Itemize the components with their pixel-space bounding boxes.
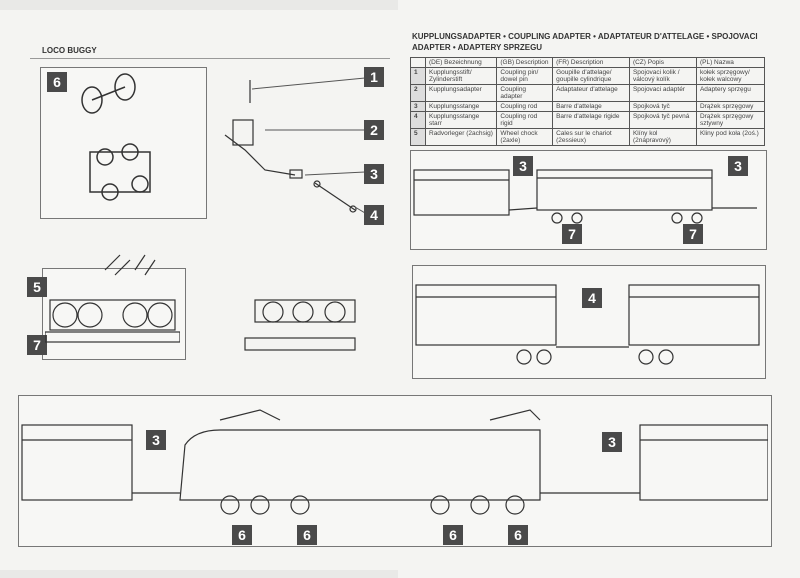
table-cell: Klíny kol (2nápravový) [628,128,697,146]
badge-4: 4 [364,205,384,225]
badge-2: 2 [364,120,384,140]
table-cell: Spojková tyč pevná [628,111,697,129]
badge-1: 1 [364,67,384,87]
badge-7: 7 [683,224,703,244]
badge-4: 4 [582,288,602,308]
badge-3: 3 [602,432,622,452]
wagons-adapter-drawing [413,169,757,224]
badge-5: 5 [27,277,47,297]
table-cell: Coupling adapter [496,84,554,102]
table-cell: 2 [410,84,426,102]
bogie-chock-drawing [45,254,180,343]
coupling-panel-rod [412,265,766,379]
table-cell: Coupling rod [496,101,554,112]
table-cell: Drążek sprzęgowy sztywny [695,111,766,129]
table-cell: Spojková tyč [628,101,697,112]
table-cell: Kupplungsadapter [424,84,498,102]
loco-bogie-drawing [244,299,356,351]
table-cell: Radvorleger (2achsig) [424,128,498,146]
table-cell: 5 [410,128,426,146]
table-cell: Spojovaci adaptér [628,84,697,102]
locomotive-drawing [21,409,768,515]
table-cell: Kupplungsstange starr [424,111,498,129]
badge-6: 6 [297,525,317,545]
wagons-rod-drawing [415,284,760,365]
badge-7: 7 [562,224,582,244]
table-cell: Cales sur le chariot (2essieux) [552,128,630,146]
badge-6: 6 [443,525,463,545]
badge-3: 3 [146,430,166,450]
coupling-title-1: KUPPLUNGSADAPTER • COUPLING ADAPTER • AD… [412,32,758,41]
table-cell: Kupplungsstange [424,101,498,112]
section-title: LOCO BUGGY [42,46,97,55]
locomotive-panel [18,395,772,547]
coupling-title-2: ADAPTER • ADAPTERY SPRZEGU [412,43,543,52]
table-cell: Adaptery sprzęgu [695,84,766,102]
buggy-wheel-panel [40,67,207,219]
table-cell: 4 [410,111,426,129]
table-cell: Barre d'attelage rigide [552,111,630,129]
table-header: (DE) Bezeichnung(GB) Description(FR) Des… [410,57,766,68]
table-cell: Kupplungsstift/ Zylinderstift [424,67,498,85]
coupling-panel-adapter [410,150,767,250]
table-cell: 1 [410,67,426,85]
table-cell: Goupille d'attelage/ goupille cylindriqu… [552,67,630,85]
table-cell: Coupling pin/ dowel pin [496,67,554,85]
table-cell: Kliny pod koła (2oś.) [695,128,766,146]
table-cell: Spojovaci kolik / válcový kolík [628,67,697,85]
table-cell: 3 [410,101,426,112]
table-cell: kołek sprzęgowy/ kołek walcowy [695,67,766,85]
badge-6: 6 [508,525,528,545]
badge-3: 3 [728,156,748,176]
badge-6: 6 [47,72,67,92]
table-cell: Coupling rod rigid [496,111,554,129]
coupling-parts-drawing [224,77,365,214]
table-cell: Drążek sprzęgowy [695,101,766,112]
table-cell: Wheel chock (2axle) [496,128,554,146]
wheelset-drawing [81,73,151,201]
badge-7: 7 [27,335,47,355]
table-cell: Adaptateur d'attelage [552,84,630,102]
divider [30,58,390,59]
badge-6: 6 [232,525,252,545]
badge-3: 3 [364,164,384,184]
parts-table: (DE) Bezeichnung(GB) Description(FR) Des… [410,57,766,146]
badge-3: 3 [513,156,533,176]
table-cell: Barre d'attelage [552,101,630,112]
wheel-chock-panel [42,268,186,360]
